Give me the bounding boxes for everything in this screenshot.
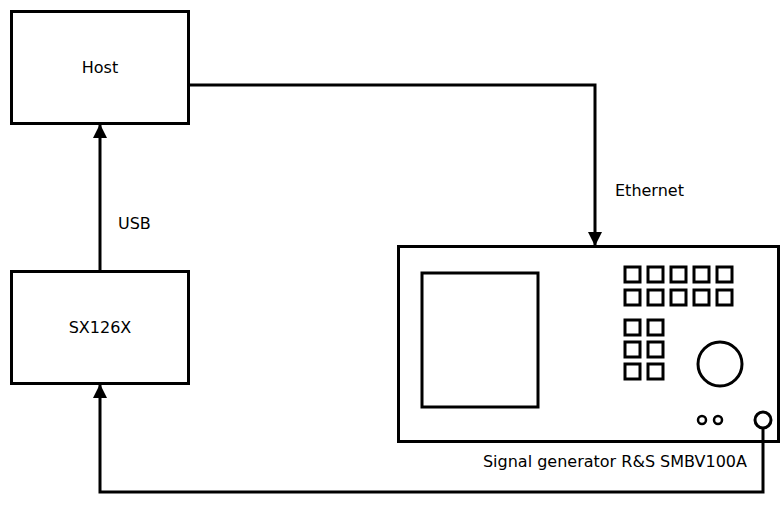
device-box: SX126X	[10, 270, 190, 385]
connection-label: Ethernet	[613, 181, 686, 200]
instrument-caption: Signal generator R&S SMBV100A	[483, 452, 747, 471]
box-label: Host	[82, 58, 118, 77]
key-button	[625, 320, 640, 335]
key-button	[648, 342, 663, 357]
generator-front-panel	[400, 248, 777, 440]
key-button	[648, 364, 663, 379]
rotary-knob	[698, 342, 742, 386]
key-button	[671, 267, 686, 282]
key-button	[625, 267, 640, 282]
key-button	[717, 267, 732, 282]
connector-arrow	[190, 85, 595, 245]
small-jack	[698, 416, 706, 424]
host-box: Host	[10, 10, 190, 125]
key-button	[694, 290, 709, 305]
display-screen	[422, 273, 538, 407]
key-button	[671, 290, 686, 305]
signal-generator: Signal generator R&S SMBV100A	[397, 245, 780, 443]
key-button	[648, 290, 663, 305]
connection-label: USB	[116, 214, 153, 233]
small-jack	[714, 416, 722, 424]
key-button	[717, 290, 732, 305]
connector-stub	[762, 428, 765, 440]
key-button	[648, 320, 663, 335]
box-label: SX126X	[69, 318, 132, 337]
key-button	[625, 342, 640, 357]
connector-arrow	[99, 125, 102, 270]
rf-output-connector	[755, 412, 771, 428]
key-button	[625, 290, 640, 305]
key-button	[648, 267, 663, 282]
key-button	[625, 364, 640, 379]
key-button	[694, 267, 709, 282]
